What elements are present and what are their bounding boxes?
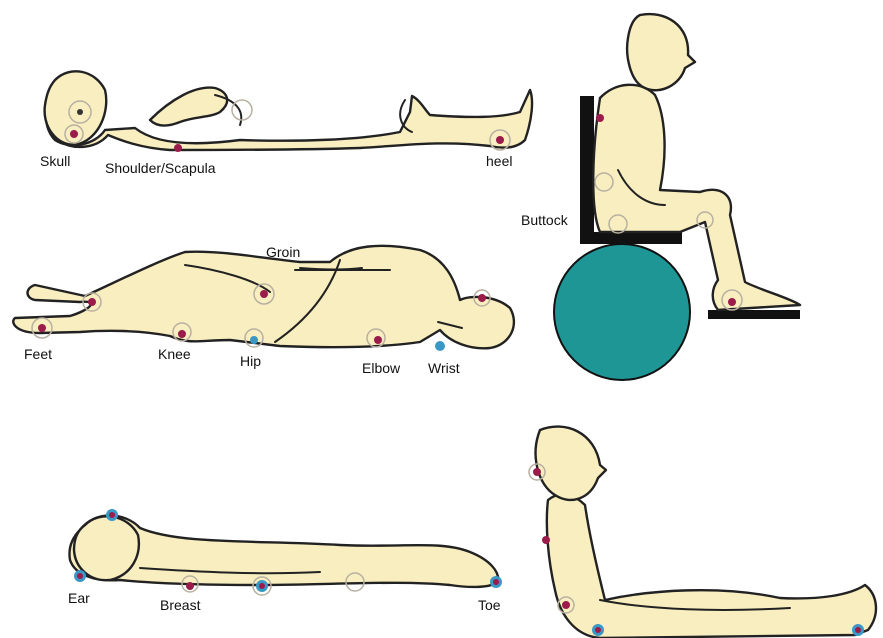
long-sitting-heel-pressure-point: [855, 627, 861, 633]
supine-body: [46, 85, 532, 150]
long-sitting-body: [547, 495, 876, 638]
figure-supine: [45, 71, 532, 152]
long-sitting-head: [536, 427, 606, 500]
chair-back: [580, 96, 594, 242]
label-toe: Toe: [478, 597, 501, 613]
spine-pressure-point: [542, 536, 550, 544]
seated-back-pressure-point: [596, 114, 604, 122]
label-skull: Skull: [40, 153, 70, 169]
supine-arm: [150, 88, 227, 126]
figure-side-lying: [13, 246, 514, 351]
head-back-pressure-point: [533, 468, 541, 476]
scapula-pressure-point: [174, 144, 182, 152]
upper-foot-pressure-point: [88, 298, 96, 306]
buttock-pressure-point: [595, 627, 601, 633]
ear-pressure-point: [77, 573, 83, 579]
knee-pressure-point: [178, 330, 186, 338]
sacrum-pressure-point: [562, 601, 570, 609]
toe-pressure-point: [493, 579, 499, 585]
label-buttock: Buttock: [521, 212, 568, 228]
label-elbow: Elbow: [362, 360, 400, 376]
label-knee: Knee: [158, 346, 191, 362]
breast-pressure-point: [186, 582, 194, 590]
label-shoulder-scapula: Shoulder/Scapula: [105, 160, 216, 176]
hip-pressure-point: [250, 336, 258, 344]
top-head-pressure-point: [109, 512, 115, 518]
elbow-pressure-point: [374, 336, 382, 344]
skull-pressure-point: [70, 130, 78, 138]
label-feet: Feet: [24, 346, 52, 362]
figure-seated-chair: [554, 14, 800, 380]
figure-prone: [69, 509, 502, 595]
hip-front-pressure-point: [259, 583, 265, 589]
heel-pressure-point: [496, 136, 504, 144]
prone-head: [74, 516, 139, 580]
label-ear: Ear: [68, 590, 90, 606]
feet-pressure-point: [38, 324, 46, 332]
groin-pressure-point: [260, 290, 268, 298]
seated-head: [627, 14, 695, 90]
seated-heel-pressure-point: [728, 298, 736, 306]
chair-seat: [580, 232, 682, 244]
label-hip: Hip: [240, 353, 261, 369]
footrest: [708, 310, 800, 319]
figure-long-sitting: [529, 427, 876, 638]
label-breast: Breast: [160, 597, 200, 613]
label-heel: heel: [486, 153, 512, 169]
label-wrist: Wrist: [428, 360, 460, 376]
side-head-pressure-point: [478, 294, 486, 302]
wrist-pressure-point: [435, 341, 445, 351]
label-groin: Groin: [266, 244, 300, 260]
exercise-ball: [554, 244, 690, 380]
